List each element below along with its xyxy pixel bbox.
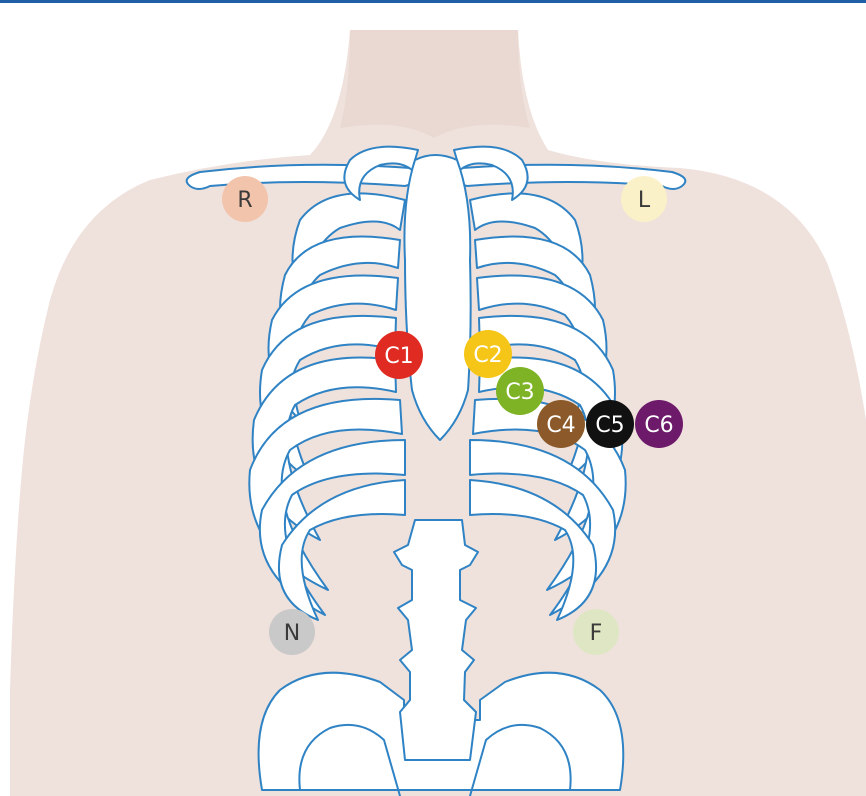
electrode-l-label: L [638, 188, 651, 213]
sternum [404, 155, 470, 440]
electrode-c6-label: C6 [644, 413, 673, 438]
electrode-c3[interactable]: C3 [496, 367, 544, 415]
electrode-n-label: N [284, 621, 300, 646]
electrode-l[interactable]: L [621, 176, 667, 222]
electrode-r-label: R [237, 188, 252, 213]
electrode-f-label: F [590, 621, 603, 646]
electrode-c1[interactable]: C1 [375, 331, 423, 379]
electrode-c3-label: C3 [505, 380, 534, 405]
electrode-c5[interactable]: C5 [586, 400, 634, 448]
electrode-f[interactable]: F [573, 609, 619, 655]
electrode-c4-label: C4 [546, 413, 575, 438]
electrode-c1-label: C1 [384, 344, 413, 369]
neck-shadow [340, 30, 530, 138]
electrode-c2[interactable]: C2 [464, 330, 512, 378]
electrode-n[interactable]: N [269, 609, 315, 655]
electrode-r[interactable]: R [222, 176, 268, 222]
electrode-c2-label: C2 [473, 343, 502, 368]
electrode-c5-label: C5 [595, 413, 624, 438]
electrode-c6[interactable]: C6 [635, 400, 683, 448]
electrode-c4[interactable]: C4 [537, 400, 585, 448]
